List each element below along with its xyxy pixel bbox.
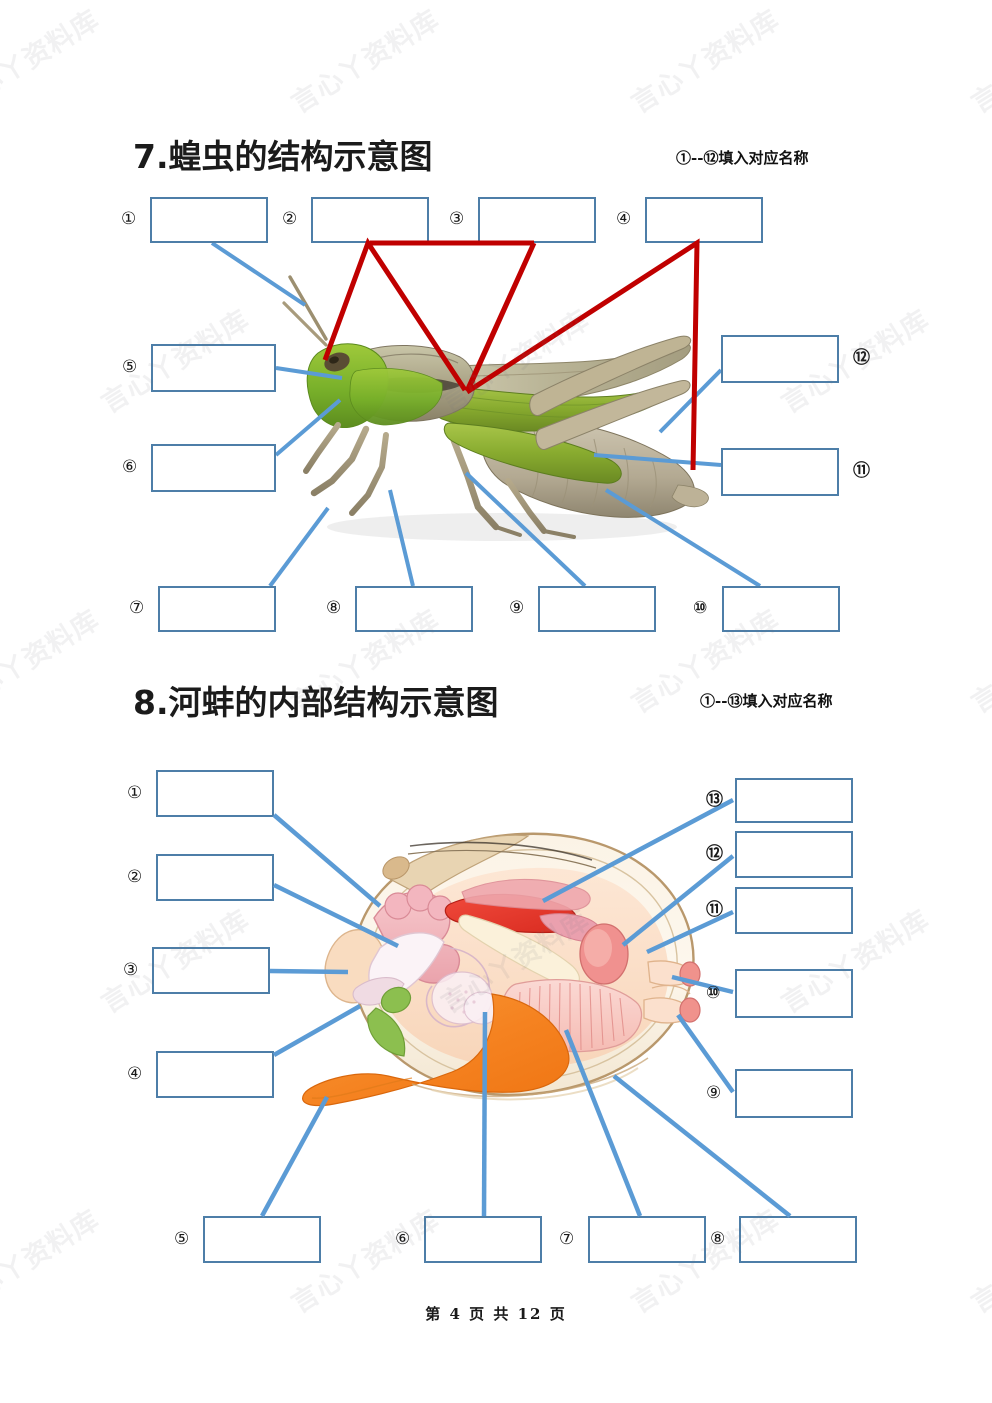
answer-marker-mussel-10: ⑤ [174,1228,190,1249]
answer-marker-mussel-3: ③ [123,959,139,980]
answer-marker-mussel-1: ① [127,782,143,803]
answer-marker-grasshopper-7: ⑫ [853,348,870,368]
answer-marker-grasshopper-1: ① [121,209,137,229]
answer-box-grasshopper-10[interactable] [355,586,473,632]
answer-box-grasshopper-11[interactable] [538,586,656,632]
section-title-mussel: 8.河蚌的内部结构示意图 [133,683,499,722]
answer-marker-grasshopper-12: ⑩ [693,598,708,618]
answer-box-mussel-12[interactable] [588,1216,706,1263]
answer-box-grasshopper-5[interactable] [151,344,276,392]
answer-marker-grasshopper-6: ⑥ [122,457,138,477]
answer-marker-mussel-13: ⑧ [710,1228,726,1249]
answer-marker-mussel-12: ⑦ [559,1228,575,1249]
section-title-grasshopper: 7.蝗虫的结构示意图 [133,137,433,176]
answer-box-grasshopper-6[interactable] [151,444,276,492]
answer-box-grasshopper-12[interactable] [722,586,840,632]
answer-box-grasshopper-3[interactable] [478,197,596,243]
answer-box-grasshopper-7[interactable] [721,335,839,383]
answer-marker-mussel-11: ⑥ [395,1228,411,1249]
page-footer: 第 4 页 共 12 页 [425,1305,567,1323]
answer-marker-grasshopper-3: ③ [449,209,465,229]
answer-box-mussel-8[interactable] [735,969,853,1018]
answer-box-grasshopper-2[interactable] [311,197,429,243]
answer-box-grasshopper-8[interactable] [721,448,839,496]
answer-box-grasshopper-1[interactable] [150,197,268,243]
answer-marker-grasshopper-5: ⑤ [122,357,138,377]
answer-box-mussel-4[interactable] [156,1051,274,1098]
answer-marker-grasshopper-10: ⑧ [326,598,342,618]
answer-box-mussel-11[interactable] [424,1216,542,1263]
answer-marker-mussel-7: ⑪ [706,899,723,920]
answer-box-mussel-3[interactable] [152,947,270,994]
answer-marker-mussel-6: ⑫ [706,843,723,864]
section-note-mussel: ①--⑬填入对应名称 [700,692,833,710]
answer-box-mussel-2[interactable] [156,854,274,901]
answer-box-mussel-13[interactable] [739,1216,857,1263]
answer-box-grasshopper-9[interactable] [158,586,276,632]
grasshopper-illustration [282,245,732,595]
answer-box-mussel-10[interactable] [203,1216,321,1263]
answer-marker-mussel-2: ② [127,866,143,887]
answer-marker-grasshopper-4: ④ [616,209,632,229]
answer-box-grasshopper-4[interactable] [645,197,763,243]
answer-box-mussel-9[interactable] [735,1069,853,1118]
answer-marker-mussel-4: ④ [127,1063,143,1084]
answer-box-mussel-1[interactable] [156,770,274,817]
answer-marker-grasshopper-2: ② [282,209,298,229]
answer-marker-mussel-5: ⑬ [706,789,723,810]
answer-box-mussel-6[interactable] [735,831,853,878]
answer-marker-grasshopper-8: ⑪ [853,461,870,481]
section-note-grasshopper: ①--⑫填入对应名称 [676,149,809,167]
answer-box-mussel-7[interactable] [735,887,853,934]
answer-marker-grasshopper-9: ⑦ [129,598,145,618]
answer-marker-grasshopper-11: ⑨ [509,598,525,618]
answer-marker-mussel-9: ⑨ [706,1082,722,1103]
mussel-illustration [292,812,712,1132]
answer-box-mussel-5[interactable] [735,778,853,823]
answer-marker-mussel-8: ⑩ [706,982,721,1003]
